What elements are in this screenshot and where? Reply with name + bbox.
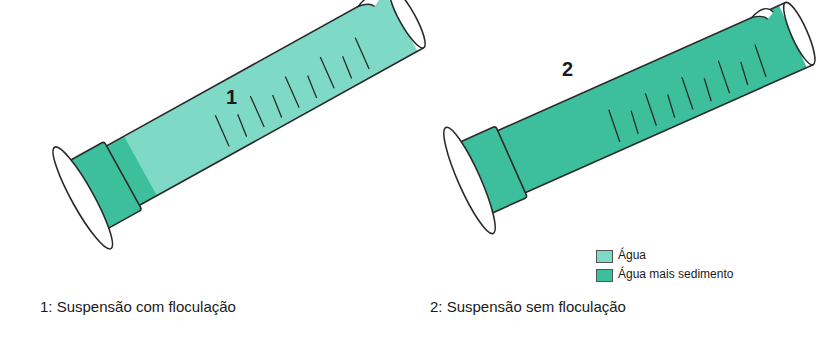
caption: 1: Suspensão com floculação xyxy=(40,298,236,315)
legend-text: Água mais sedimento xyxy=(618,267,733,281)
graduation-tick xyxy=(628,111,641,134)
graduation-tick xyxy=(665,94,678,117)
graduation-tick xyxy=(738,62,751,85)
graduation-tick xyxy=(606,110,623,142)
graduation-tick xyxy=(716,61,733,93)
graduation-tick xyxy=(283,76,302,107)
graduation-tick xyxy=(701,78,714,101)
graduated-cylinder xyxy=(45,0,442,254)
graduation-tick xyxy=(752,45,769,77)
graduation-tick xyxy=(305,76,319,98)
graduation-tick xyxy=(235,114,249,136)
callout-number: 2 xyxy=(562,58,573,81)
legend-swatch xyxy=(596,269,613,282)
graduation-tick xyxy=(643,93,660,125)
graduation-tick xyxy=(248,96,267,127)
graduation-tick xyxy=(318,57,337,88)
callout-number: 1 xyxy=(226,86,237,109)
legend-text: Água xyxy=(618,248,646,262)
legend-swatch xyxy=(596,250,613,263)
graduation-tick xyxy=(340,56,354,78)
graduation-tick xyxy=(353,38,372,69)
graduated-cylinder xyxy=(436,0,830,238)
caption: 2: Suspensão sem floculação xyxy=(430,298,626,315)
graduation-tick xyxy=(679,77,696,109)
graduation-tick xyxy=(270,95,284,117)
graduation-tick xyxy=(213,115,232,146)
